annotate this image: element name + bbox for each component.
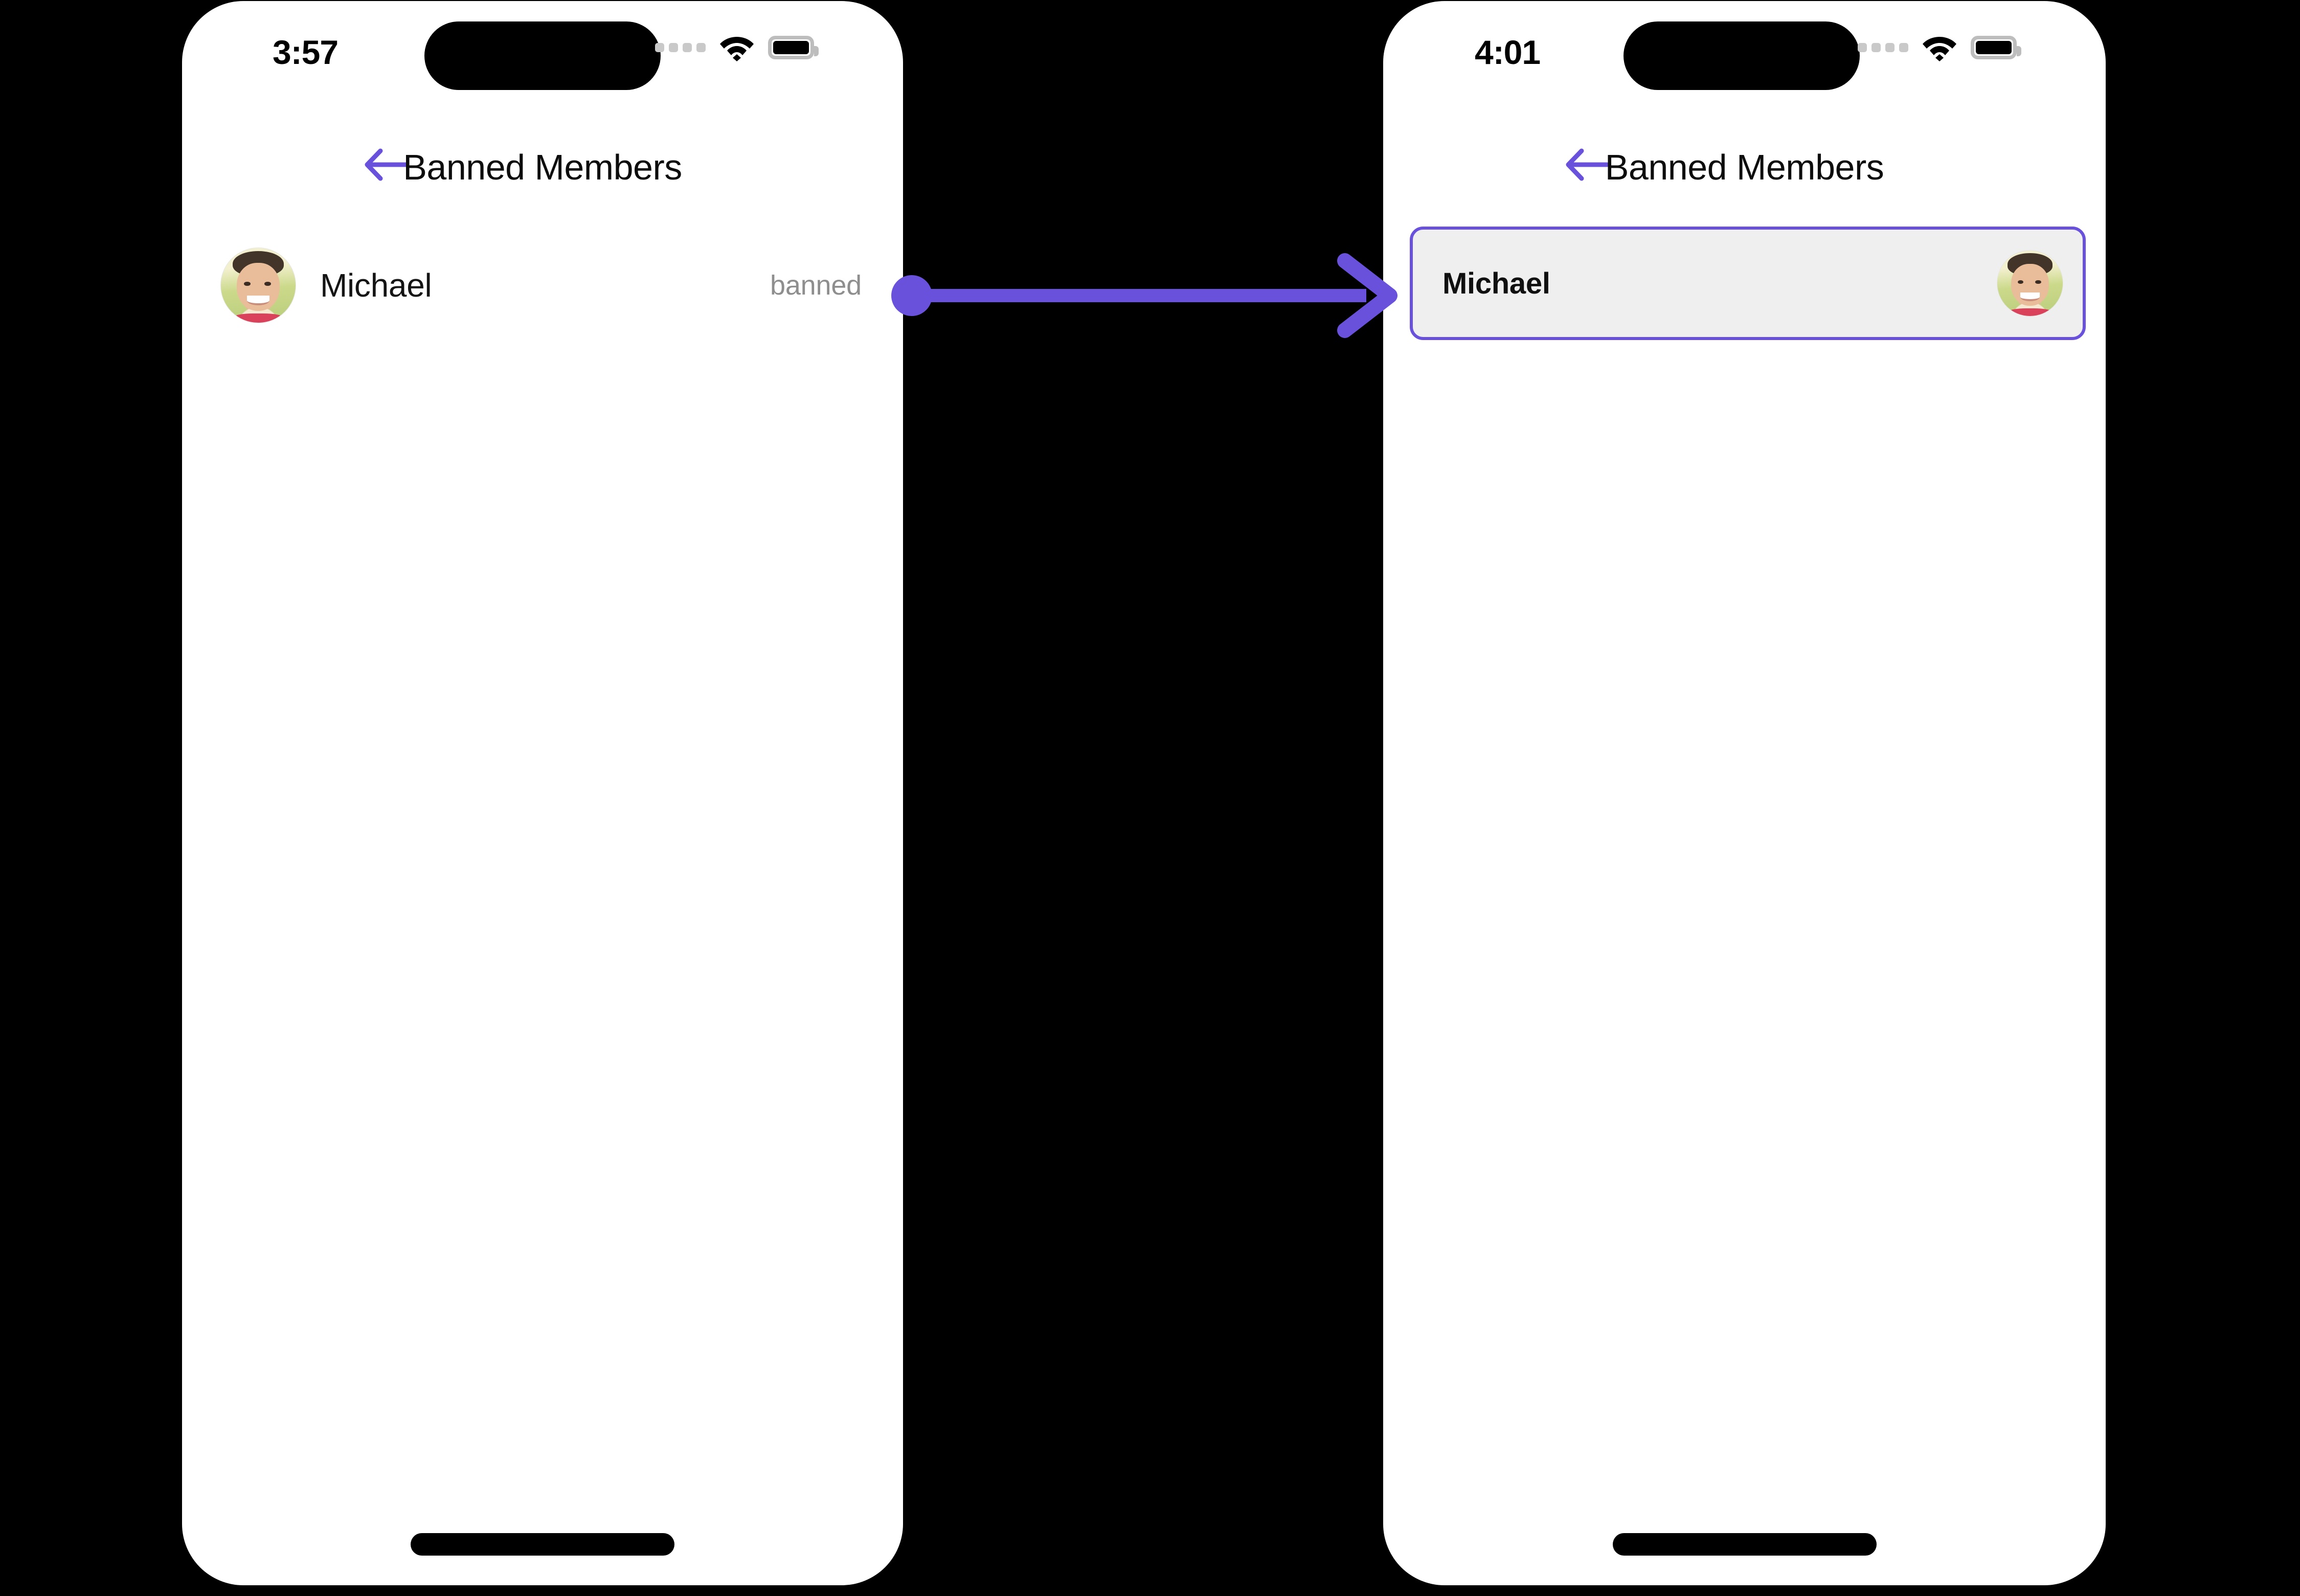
dynamic-island	[424, 21, 661, 90]
page-title: Banned Members	[1605, 147, 1884, 187]
nav-bar: Banned Members	[1383, 131, 2106, 203]
dynamic-island	[1623, 21, 1860, 90]
phone-screen-before: 3:57	[182, 1, 903, 1585]
list-item[interactable]: Michael banned	[182, 239, 903, 331]
avatar	[1997, 250, 2063, 317]
page-title: Banned Members	[403, 147, 682, 187]
status-bar-time: 4:01	[1475, 33, 1541, 71]
status-bar-time: 3:57	[273, 33, 339, 71]
wifi-icon	[719, 34, 755, 61]
member-name: Michael	[320, 267, 432, 304]
avatar	[220, 248, 296, 323]
back-button[interactable]	[1557, 137, 1618, 193]
phone-screen-after: 4:01	[1383, 1, 2106, 1585]
status-bar-icons	[655, 34, 819, 61]
status-bar: 4:01	[1383, 1, 2106, 103]
status-bar: 3:57	[182, 1, 903, 103]
battery-full-icon	[1971, 36, 2021, 59]
member-name: Michael	[1442, 266, 1550, 300]
status-bar-icons	[1858, 34, 2021, 61]
nav-bar: Banned Members	[182, 131, 903, 203]
back-arrow-icon	[1564, 147, 1611, 183]
battery-full-icon	[768, 36, 819, 59]
home-indicator	[1612, 1533, 1877, 1556]
wifi-icon	[1922, 34, 1957, 61]
highlighted-list-item[interactable]: Michael	[1410, 227, 2086, 340]
back-button[interactable]	[356, 137, 417, 193]
home-indicator	[411, 1533, 674, 1556]
back-arrow-icon	[363, 147, 410, 183]
status-badge: banned	[770, 270, 862, 301]
cellular-dots-icon	[1858, 43, 1908, 52]
cellular-dots-icon	[655, 43, 706, 52]
